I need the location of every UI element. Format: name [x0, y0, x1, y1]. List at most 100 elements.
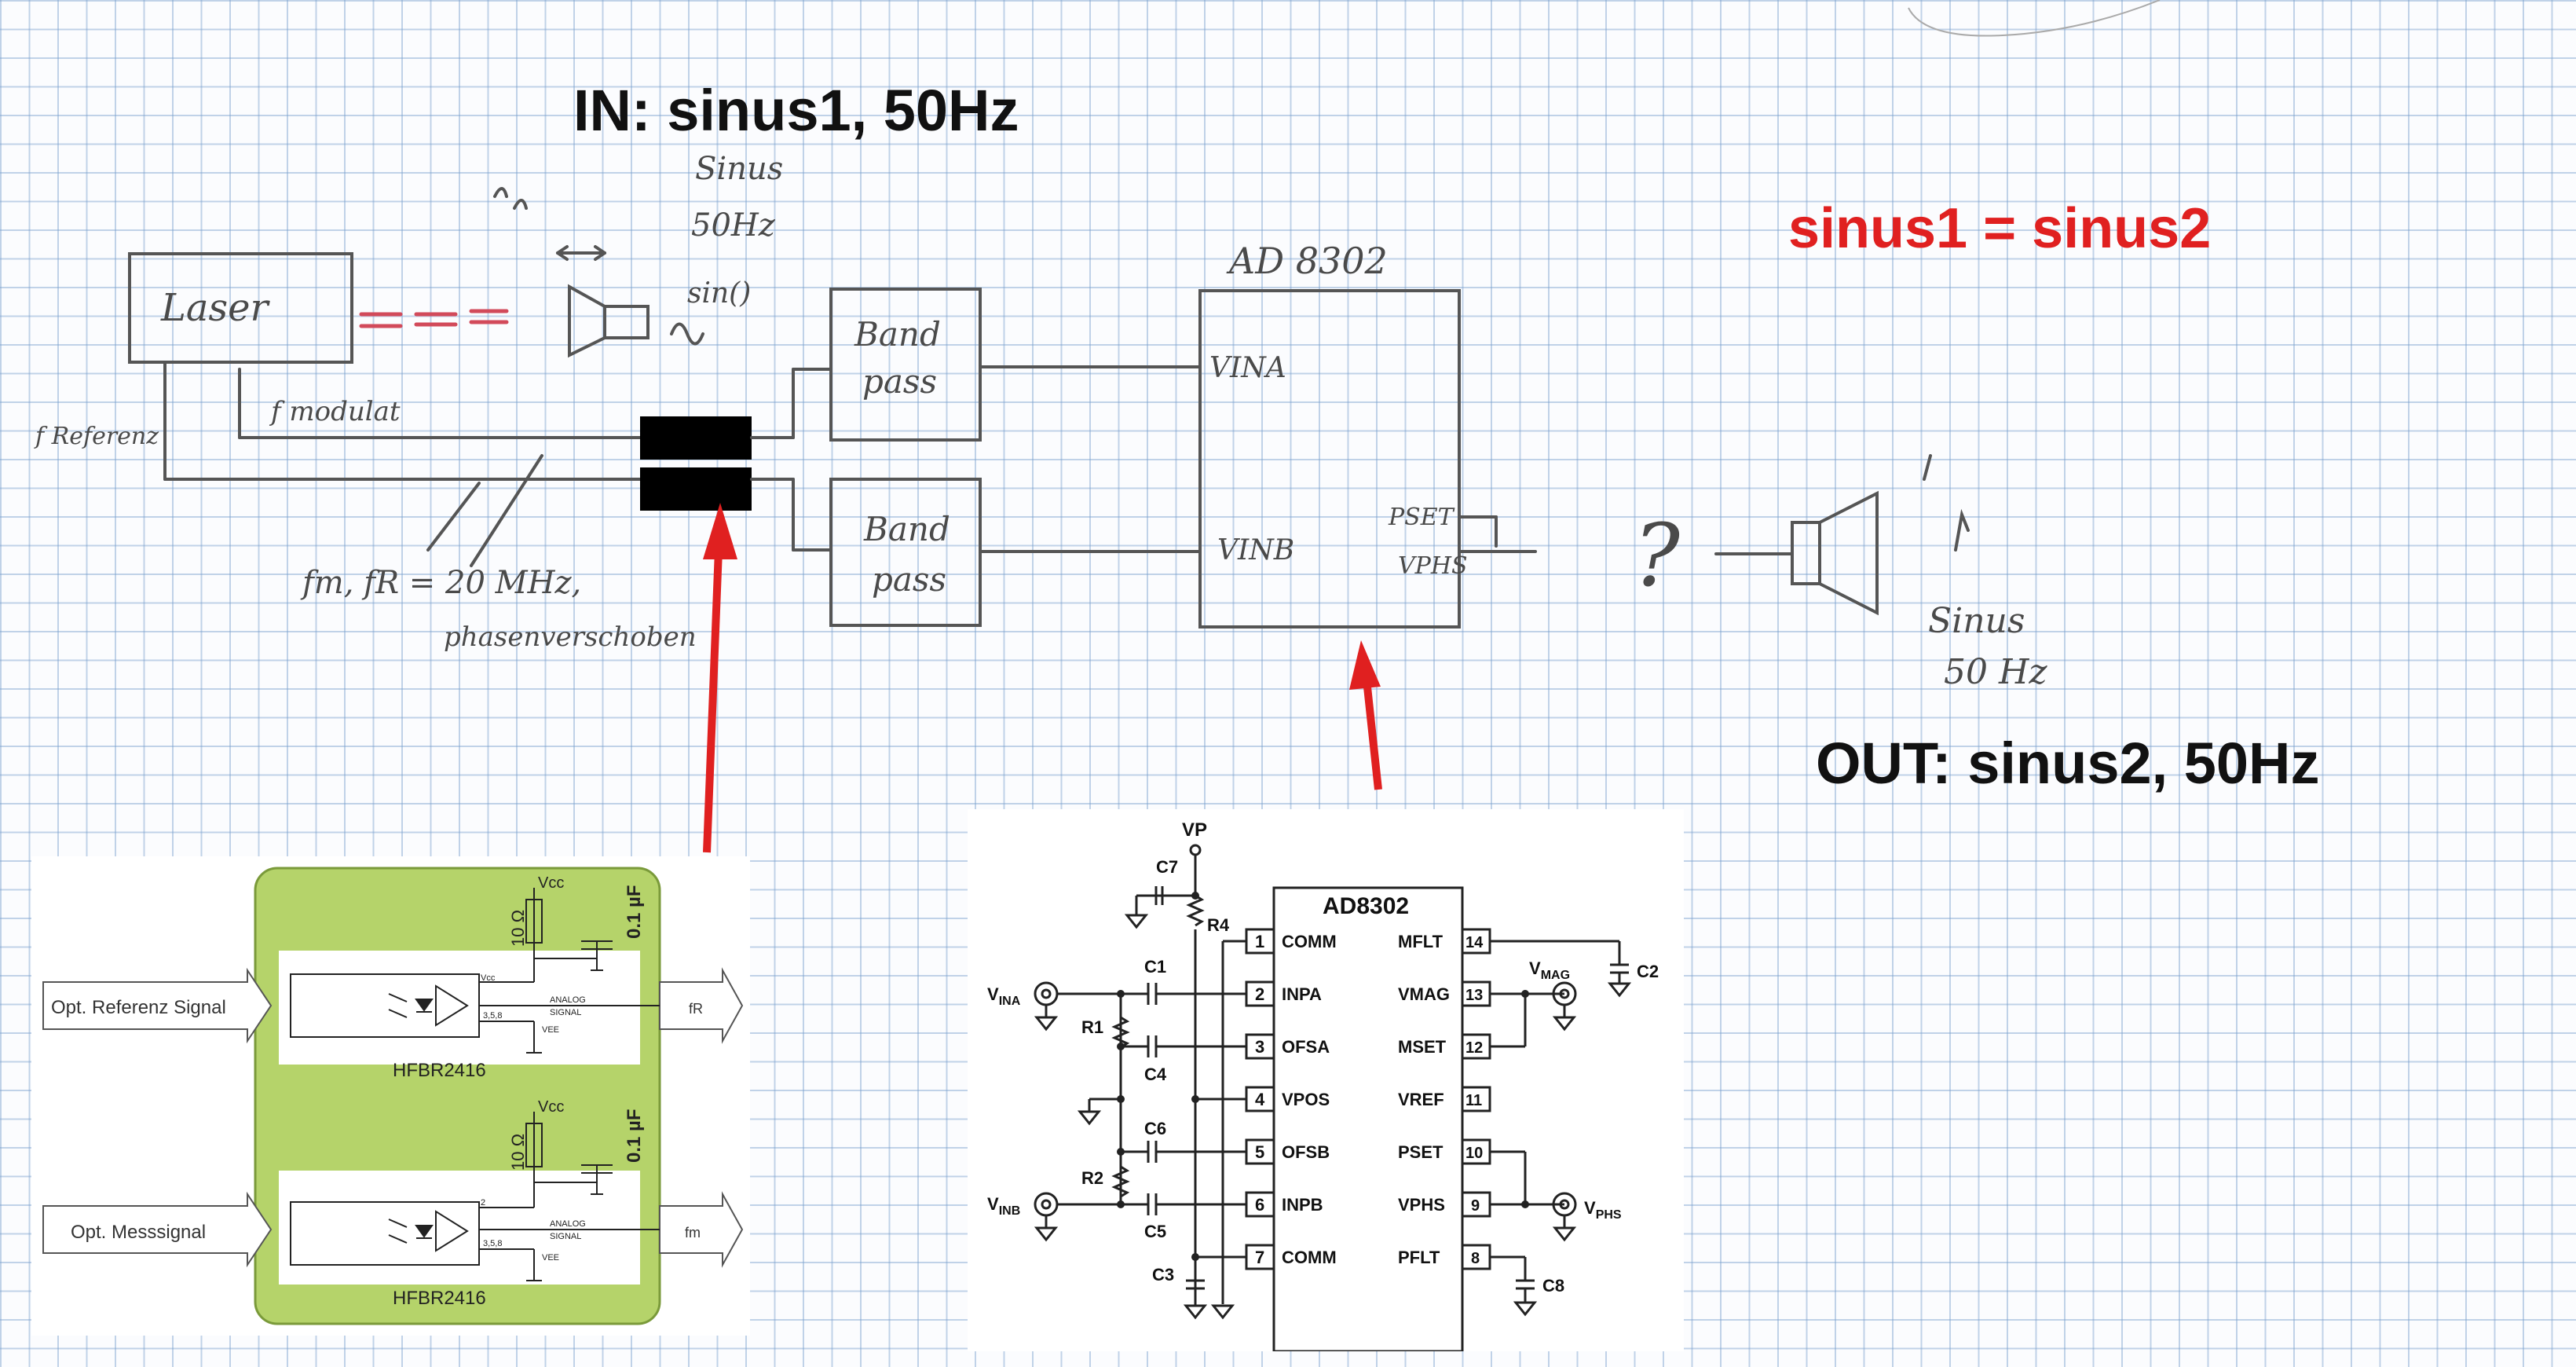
input-title: IN: sinus1, 50Hz: [573, 78, 1019, 143]
red-arrow-to-ad8302: [1349, 640, 1382, 790]
phase-label: phasenverschoben: [444, 621, 697, 653]
svg-text:VREF: VREF: [1398, 1090, 1444, 1109]
svg-text:COMM: COMM: [1282, 932, 1337, 951]
laser-label: Laser: [160, 286, 271, 330]
ad8302-sketch-box: [1198, 289, 1461, 629]
svg-text:C6: C6: [1144, 1119, 1166, 1138]
svg-text:PFLT: PFLT: [1398, 1248, 1440, 1267]
f-modulation-label: f modulat: [269, 396, 401, 427]
svg-text:SIGNAL: SIGNAL: [550, 1232, 581, 1241]
bandpass-a-label-1: Band: [854, 315, 941, 354]
input-arrow-measure: [42, 1191, 273, 1268]
svg-text:12: 12: [1465, 1039, 1483, 1057]
laser-beam: [359, 309, 509, 328]
input-meas-label: Opt. Messsignal: [71, 1222, 206, 1243]
input-speaker: [493, 187, 704, 358]
svg-text:C5: C5: [1144, 1222, 1166, 1241]
input-arrow-reference: [42, 967, 273, 1044]
ad8302-chip-title: AD8302: [1323, 893, 1409, 919]
svg-text:INPA: INPA: [1282, 984, 1322, 1004]
vphs-sketch-label: VPHS: [1398, 552, 1468, 580]
svg-text:ANALOG: ANALOG: [550, 1219, 586, 1229]
svg-text:3,5,8: 3,5,8: [483, 1239, 502, 1248]
hfbr-schematic-panel: Opt. Referenz Signal Opt. Messsignal fR …: [31, 856, 750, 1336]
output-arrow-top: [659, 967, 744, 1044]
fm-fr-label: fm, fR = 20 MHz,: [300, 565, 581, 601]
svg-text:R4: R4: [1207, 915, 1230, 935]
vinb-sketch-label: VINB: [1217, 534, 1294, 566]
svg-text:10: 10: [1465, 1145, 1483, 1162]
vina-sketch-label: VINA: [1209, 352, 1286, 384]
svg-text:PSET: PSET: [1398, 1142, 1444, 1162]
svg-text:2: 2: [481, 1198, 485, 1208]
svg-text:5: 5: [1255, 1142, 1264, 1162]
svg-text:0.1 µF: 0.1 µF: [624, 1109, 645, 1163]
ad8302-chip: [1272, 886, 1464, 1353]
svg-text:10 Ω: 10 Ω: [508, 910, 528, 947]
equality-label: sinus1 = sinus2: [1788, 197, 2212, 260]
svg-text:Vcc: Vcc: [538, 874, 564, 892]
svg-text:ANALOG: ANALOG: [550, 995, 586, 1005]
bandpass-b-box: [829, 478, 982, 627]
optical-receiver-bottom: [640, 467, 752, 511]
svg-text:C3: C3: [1152, 1265, 1174, 1285]
ad8302-sketch-title: AD 8302: [1226, 240, 1388, 282]
question-mark: ?: [1634, 505, 1681, 606]
svg-text:3: 3: [1255, 1037, 1264, 1057]
svg-text:C8: C8: [1542, 1276, 1564, 1296]
svg-text:1: 1: [1255, 932, 1264, 951]
svg-text:VMAG: VMAG: [1529, 958, 1570, 982]
svg-text:0.1 µF: 0.1 µF: [624, 885, 645, 939]
svg-text:INPB: INPB: [1282, 1195, 1323, 1215]
module-bottom-label: HFBR2416: [393, 1288, 486, 1309]
hz-label: 50Hz: [691, 207, 776, 244]
svg-text:MSET: MSET: [1398, 1037, 1447, 1057]
svg-text:OFSA: OFSA: [1282, 1037, 1330, 1057]
red-arrow-to-receiver: [703, 503, 737, 853]
svg-text:VEE: VEE: [542, 1025, 559, 1035]
input-ref-label: Opt. Referenz Signal: [51, 997, 226, 1018]
svg-text:13: 13: [1465, 987, 1483, 1004]
svg-text:Vcc: Vcc: [481, 973, 496, 983]
output-arrow-bottom: [659, 1191, 744, 1268]
svg-text:VEE: VEE: [542, 1253, 559, 1263]
svg-text:3,5,8: 3,5,8: [483, 1011, 502, 1021]
sin-func-label: sin(): [687, 277, 751, 310]
svg-text:11: 11: [1465, 1092, 1482, 1109]
svg-text:R1: R1: [1081, 1017, 1103, 1037]
out-sinus-label: Sinus: [1928, 601, 2025, 641]
sinus-label: Sinus: [695, 151, 783, 187]
vp-label: VP: [1182, 819, 1207, 841]
svg-text:VPHS: VPHS: [1398, 1195, 1445, 1215]
svg-text:8: 8: [1471, 1250, 1480, 1267]
optical-receiver-top: [640, 416, 752, 460]
svg-text:COMM: COMM: [1282, 1248, 1337, 1267]
svg-text:MFLT: MFLT: [1398, 932, 1444, 951]
svg-text:C7: C7: [1156, 857, 1178, 877]
svg-text:Vcc: Vcc: [538, 1098, 564, 1116]
svg-text:VMAG: VMAG: [1398, 984, 1450, 1004]
svg-text:R2: R2: [1081, 1168, 1103, 1188]
svg-text:OFSB: OFSB: [1282, 1142, 1330, 1162]
svg-text:C4: C4: [1144, 1065, 1167, 1084]
pset-sketch-label: PSET: [1388, 504, 1455, 531]
svg-text:10 Ω: 10 Ω: [508, 1134, 528, 1171]
bandpass-a-box: [829, 288, 982, 442]
bandpass-b-label-1: Band: [863, 510, 950, 548]
svg-text:C1: C1: [1144, 957, 1166, 977]
svg-text:VINA: VINA: [987, 984, 1021, 1008]
output-bottom-label: fm: [685, 1225, 701, 1241]
output-speaker: [1791, 454, 1970, 616]
out-hz-label: 50 Hz: [1944, 652, 2047, 692]
f-referenz-label: f Referenz: [34, 423, 159, 450]
laser-box: [128, 252, 353, 364]
svg-text:6: 6: [1255, 1195, 1264, 1215]
output-title: OUT: sinus2, 50Hz: [1816, 731, 2320, 796]
svg-text:7: 7: [1255, 1248, 1264, 1267]
svg-text:SIGNAL: SIGNAL: [550, 1008, 581, 1017]
bandpass-b-label-2: pass: [872, 560, 946, 599]
svg-text:VPOS: VPOS: [1282, 1090, 1330, 1109]
svg-text:VINB: VINB: [987, 1194, 1020, 1218]
